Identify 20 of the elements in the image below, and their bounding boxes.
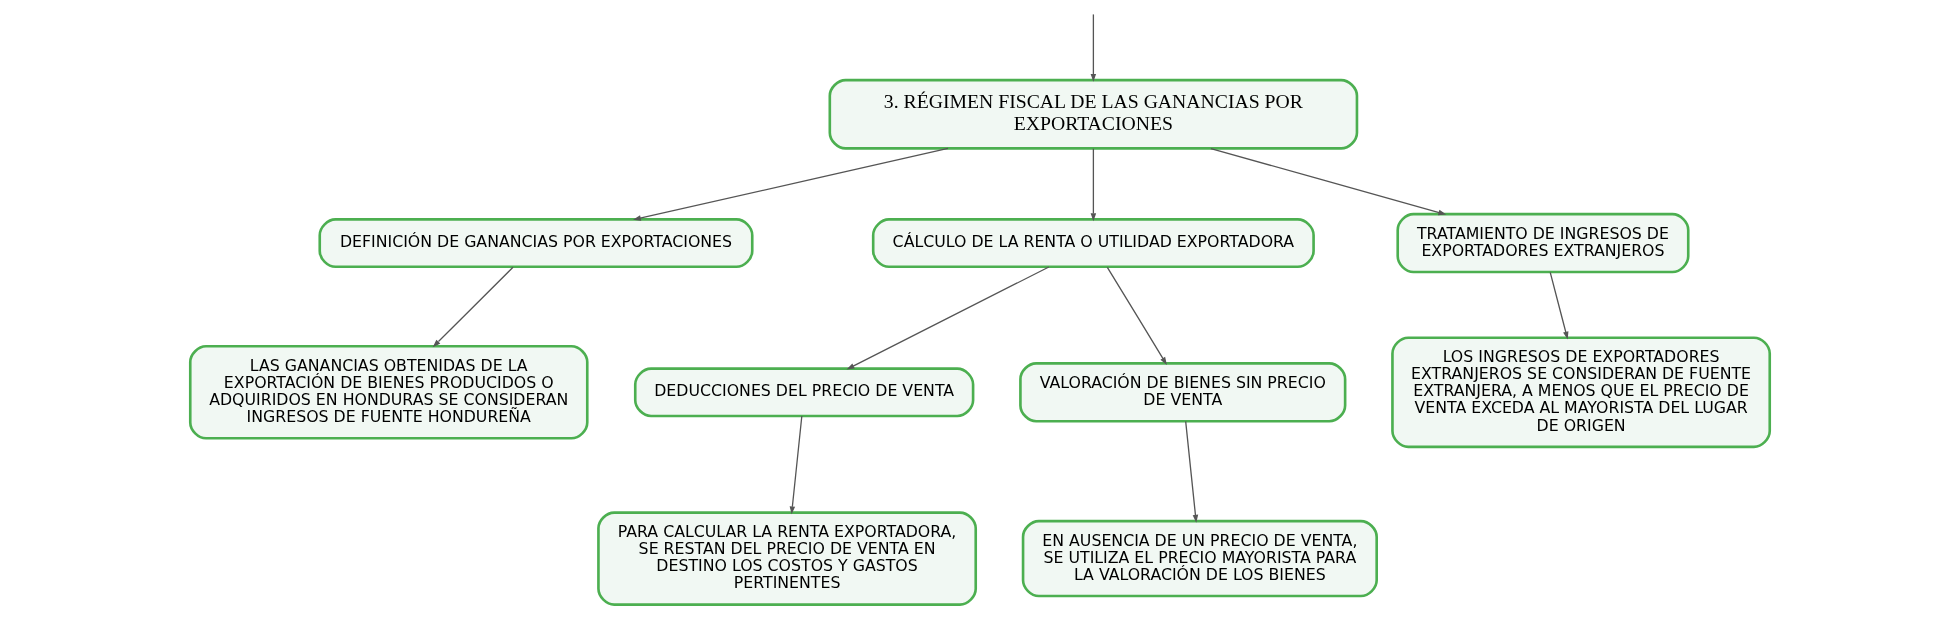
arrow	[1549, 271, 1569, 340]
node-box: DEFINICIÓN DE GANANCIAS POR EXPORTACIONES	[318, 218, 754, 269]
node-box: DEDUCCIONES DEL PRECIO DE VENTA	[633, 367, 975, 418]
arrow	[1106, 266, 1167, 365]
node-box: LOS INGRESOS DE EXPORTADORES EXTRANJEROS SE CONSIDERAN DE FUENTE EXTRANJERA, A MENOS QUE EL PRECIO DE VENTA EXCEDA AL MAYORISTA DEL LUGAR DE ORIGEN	[1391, 336, 1772, 449]
arrow	[789, 415, 803, 515]
node-box: VALORACIÓN DE BIENES SIN PRECIO DE VENTA	[1019, 362, 1347, 423]
node-box: CÁLCULO DE LA RENTA O UTILIDAD EXPORTADORA	[871, 218, 1315, 269]
arrow	[1185, 420, 1199, 523]
node-box: TRATAMIENTO DE INGRESOS DE EXPORTADORES EXTRANJEROS	[1396, 212, 1690, 274]
node-box: PARA CALCULAR LA RENTA EXPORTADORA, SE RESTAN DEL PRECIO DE VENTA EN DESTINO LOS COSTOS Y GASTOS PERTINENTES	[597, 511, 978, 606]
arrow	[1090, 148, 1097, 222]
node-box: LAS GANANCIAS OBTENIDAS DE LA EXPORTACIÓN DE BIENES PRODUCIDOS O ADQUIRIDOS EN HONDURAS SE CONSIDERAN INGRESOS DE FUENTE HONDUREÑA	[188, 344, 589, 440]
arrow	[846, 266, 1050, 370]
node-box: EN AUSENCIA DE UN PRECIO DE VENTA, SE UTILIZA EL PRECIO MAYORISTA PARA LA VALORACIÓN DE LOS BIENES	[1021, 519, 1378, 598]
arrow	[432, 266, 514, 348]
arrow	[633, 147, 949, 221]
arrow	[1210, 147, 1447, 216]
arrow	[1090, 13, 1097, 82]
node-box: 3. RÉGIMEN FISCAL DE LAS GANANCIAS POR EXPORTACIONES	[828, 78, 1359, 150]
